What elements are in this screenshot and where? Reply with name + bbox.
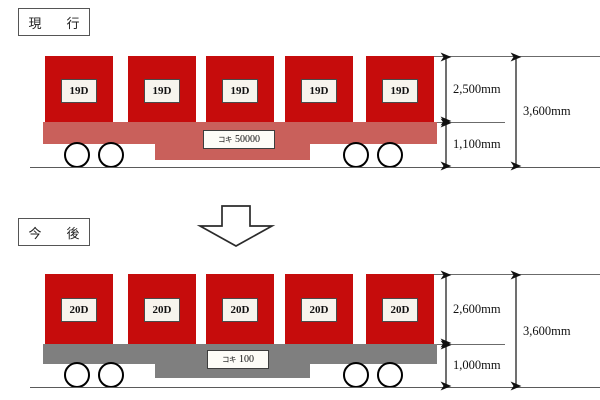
container-bottom-4: 20D: [285, 274, 353, 344]
wheel-top-2: [98, 142, 124, 168]
wagon-tag-top-kana: コキ: [218, 135, 233, 144]
wheel-bottom-4: [377, 362, 403, 388]
container-top-1-plate: 19D: [61, 79, 97, 103]
container-top-2-label: 19D: [152, 85, 172, 97]
container-bottom-3: 20D: [206, 274, 274, 344]
container-top-4-label: 19D: [309, 85, 329, 97]
section-label-future-text: 今 後: [28, 226, 86, 242]
container-top-5-plate: 19D: [382, 79, 418, 103]
container-top-4: 19D: [285, 56, 353, 124]
wheel-top-1: [64, 142, 90, 168]
container-top-5-label: 19D: [390, 85, 410, 97]
ground-rail-bottom: [30, 387, 600, 389]
container-bottom-5-label: 20D: [390, 304, 410, 316]
container-top-5: 19D: [366, 56, 434, 124]
wheel-bottom-2: [98, 362, 124, 388]
wheel-top-4: [377, 142, 403, 168]
down-arrow-icon: [196, 205, 276, 247]
dim-label-top-total-height: 3,600mm: [523, 104, 571, 118]
guide-line-bottom-floor: [437, 344, 505, 345]
container-bottom-3-plate: 20D: [222, 298, 258, 322]
guide-line-top-floor: [437, 122, 505, 123]
container-top-2: 19D: [128, 56, 196, 124]
container-bottom-3-label: 20D: [230, 304, 250, 316]
dim-label-bottom-floor-height: 1,000mm: [453, 358, 501, 372]
container-top-3: 19D: [206, 56, 274, 124]
wheel-bottom-3: [343, 362, 369, 388]
container-bottom-1: 20D: [45, 274, 113, 344]
container-bottom-2: 20D: [128, 274, 196, 344]
guide-line-bottom-roof: [434, 274, 600, 275]
section-label-current-text: 現 行: [28, 16, 86, 32]
container-bottom-1-plate: 20D: [61, 298, 97, 322]
container-top-1: 19D: [45, 56, 113, 124]
container-bottom-4-label: 20D: [309, 304, 329, 316]
wagon-tag-bottom: コキ 100: [207, 350, 269, 369]
container-bottom-5-plate: 20D: [382, 298, 418, 322]
container-top-3-plate: 19D: [222, 79, 258, 103]
section-label-future: 今 後: [18, 218, 90, 246]
dim-label-top-floor-height: 1,100mm: [453, 137, 501, 151]
wagon-tag-bottom-number: 100: [239, 354, 254, 365]
dim-label-bottom-container-height: 2,600mm: [453, 302, 501, 316]
dim-label-bottom-total-height: 3,600mm: [523, 324, 571, 338]
section-label-current: 現 行: [18, 8, 90, 36]
ground-rail-top: [30, 167, 600, 169]
container-top-3-label: 19D: [230, 85, 250, 97]
container-top-1-label: 19D: [69, 85, 89, 97]
container-bottom-5: 20D: [366, 274, 434, 344]
container-bottom-2-label: 20D: [152, 304, 172, 316]
container-bottom-4-plate: 20D: [301, 298, 337, 322]
container-bottom-1-label: 20D: [69, 304, 89, 316]
wagon-tag-top: コキ 50000: [203, 130, 275, 149]
wagon-tag-bottom-kana: コキ: [222, 355, 237, 364]
container-top-2-plate: 19D: [144, 79, 180, 103]
guide-line-top-roof: [434, 56, 600, 57]
wheel-top-3: [343, 142, 369, 168]
dim-label-top-container-height: 2,500mm: [453, 82, 501, 96]
wheel-bottom-1: [64, 362, 90, 388]
container-bottom-2-plate: 20D: [144, 298, 180, 322]
wagon-tag-top-number: 50000: [235, 134, 260, 145]
wagon-well-bottom: [155, 364, 310, 378]
container-top-4-plate: 19D: [301, 79, 337, 103]
